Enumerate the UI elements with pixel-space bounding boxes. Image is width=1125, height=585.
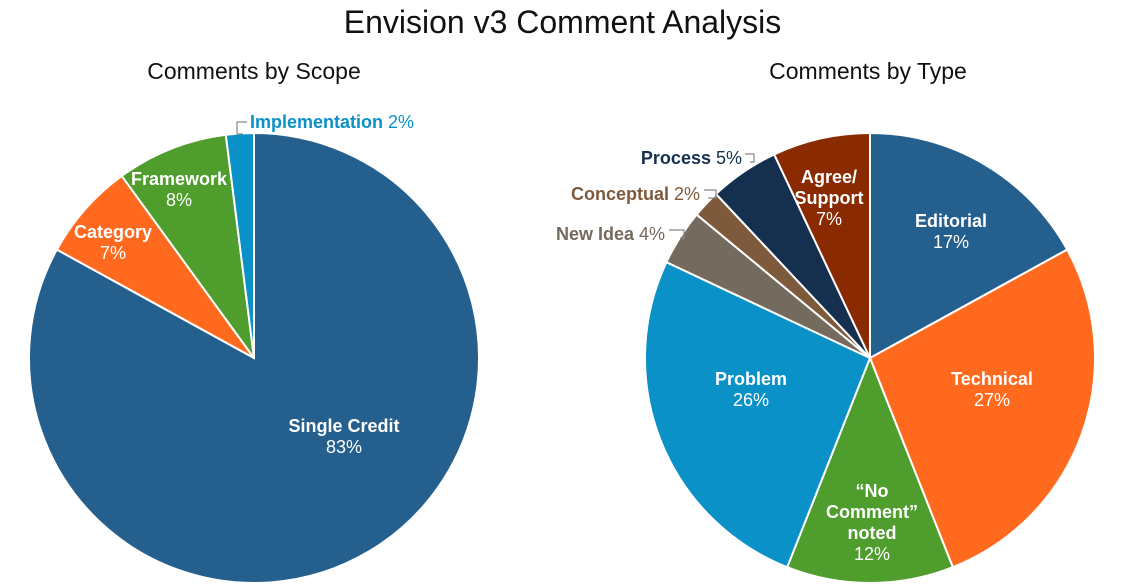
- slice-no-comment-noted: [785, 355, 955, 584]
- slice-label-conceptual: Conceptual 2%: [571, 184, 700, 204]
- chart-title-scope: Comments by Scope: [147, 58, 361, 84]
- leader-line-process: [745, 153, 755, 163]
- leader-line-conceptual: [704, 189, 717, 199]
- slice-label-implementation: Implementation 2%: [250, 112, 414, 132]
- slice-label-new-idea: New Idea 4%: [556, 224, 665, 244]
- page-title: Envision v3 Comment Analysis: [343, 4, 782, 40]
- slice-problem: [644, 260, 872, 569]
- slice-pct-technical: 27%: [974, 390, 1010, 410]
- slice-pct-editorial: 17%: [933, 232, 969, 252]
- slice-single-credit: [28, 131, 480, 584]
- slice-pct-no-comment-noted: 12%: [854, 544, 890, 564]
- leader-line-new-idea: [669, 229, 685, 239]
- leader-line-implementation: [236, 121, 247, 135]
- slice-pct-framework: 8%: [166, 190, 192, 210]
- slice-framework: [120, 133, 255, 359]
- chart-title-type: Comments by Type: [769, 58, 967, 84]
- slice-pct-agree-support: 7%: [816, 209, 842, 229]
- slice-pct-problem: 26%: [733, 390, 769, 410]
- slice-pct-category: 7%: [100, 243, 126, 263]
- slice-agree-support: [772, 131, 871, 359]
- slice-label-process: Process 5%: [641, 148, 742, 168]
- slice-pct-single-credit: 83%: [326, 437, 362, 457]
- slice-technical: [868, 248, 1096, 569]
- slice-editorial: [869, 131, 1069, 360]
